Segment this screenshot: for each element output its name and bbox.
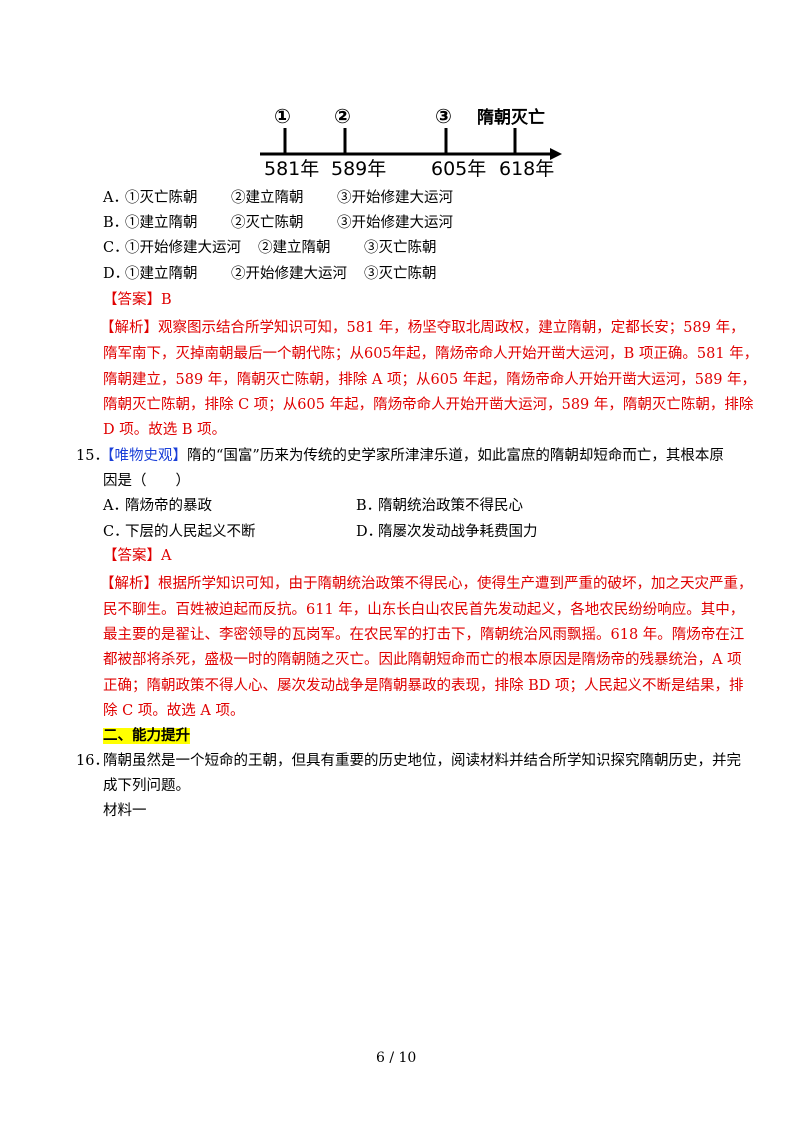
timeline-year-2: 589年 [331, 158, 387, 180]
stem-line: 隋的“国富”历来为传统的史学家所津津乐道，如此富庶的隋朝却短命而亡，其根本原 [187, 448, 724, 464]
option-letter: B． [356, 498, 382, 514]
q14-analysis: 【解析】观察图示结合所学知识可知，581 年，杨坚夺取北周政权，建立隋朝，定都长… [100, 318, 745, 338]
page-number: 6 / 10 [376, 1050, 417, 1066]
option-text: 隋炀帝的暴政 [125, 498, 212, 514]
q15-tag: 【唯物史观】 [100, 448, 187, 464]
timeline-marker-3: ③ [435, 104, 452, 128]
option-letter: C． [103, 240, 129, 256]
option-item: ②开始修建大运河 [231, 266, 347, 282]
option-item: ③灭亡陈朝 [364, 240, 437, 256]
analysis-line: 观察图示结合所学知识可知，581 年，杨坚夺取北周政权，建立隋朝，定都长安；58… [158, 320, 745, 336]
analysis-line: 正确；隋朝政策不得人心、屡次发动战争是隋朝暴政的表现，排除 BD 项；人民起义不… [103, 678, 744, 694]
option-letter: B． [103, 215, 129, 231]
option-item: ①灭亡陈朝 [125, 190, 198, 206]
analysis-line: D 项。故选 B 项。 [103, 422, 227, 438]
option-letter: A． [103, 190, 128, 206]
analysis-tag: 【解析】 [100, 576, 158, 592]
option-item: ①建立隋朝 [125, 215, 198, 231]
option-item: ②建立隋朝 [231, 190, 304, 206]
analysis-line: 最主要的是翟让、李密领导的瓦岗军。在农民军的打击下，隋朝统治风雨飘摇。618 年… [103, 627, 745, 643]
timeline-marker-2: ② [334, 104, 351, 128]
analysis-line: 除 C 项。故选 A 项。 [103, 703, 245, 719]
option-letter: D． [356, 524, 383, 540]
q15-stem: 【唯物史观】隋的“国富”历来为传统的史学家所津津乐道，如此富庶的隋朝却短命而亡，… [100, 446, 724, 466]
stem-line: 成下列问题。 [103, 778, 190, 794]
option-item: ②灭亡陈朝 [231, 215, 304, 231]
option-letter: A． [103, 498, 128, 514]
q15-answer: 【答案】A [103, 548, 172, 564]
analysis-line: 根据所学知识可知，由于隋朝统治政策不得民心，使得生产遭到严重的破坏，加之天灾严重… [158, 576, 753, 592]
option-text: 隋朝统治政策不得民心 [378, 498, 523, 514]
timeline-arrow [550, 148, 562, 160]
timeline-year-3: 605年 [431, 158, 487, 180]
timeline-year-4: 618年 [499, 158, 555, 180]
option-item: ③开始修建大运河 [337, 215, 453, 231]
q14-answer: 【答案】B [103, 292, 172, 308]
analysis-line: 隋朝灭亡陈朝，排除 C 项；从605 年起，隋炀帝命人开始开凿大运河，589 年… [103, 397, 754, 413]
option-text: 下层的人民起义不断 [125, 524, 256, 540]
option-letter: D． [103, 266, 130, 282]
option-text: 隋屡次发动战争耗费国力 [378, 524, 538, 540]
timeline-year-1: 581年 [264, 158, 320, 180]
analysis-line: 隋朝建立，589 年，隋朝灭亡陈朝，排除 A 项；从605 年起，隋炀帝命人开始… [103, 372, 757, 388]
analysis-line: 都被部将杀死，盛极一时的隋朝随之灭亡。因此隋朝短命而亡的根本原因是隋炀帝的残暴统… [103, 652, 742, 668]
option-letter: C． [103, 524, 129, 540]
option-item: ①建立隋朝 [125, 266, 198, 282]
stem-line: 因是（ ） [103, 473, 190, 489]
timeline-marker-1: ① [274, 104, 291, 128]
analysis-line: 隋军南下，灭掉南朝最后一个朝代陈；从605年起，隋炀帝命人开始开凿大运河，B 项… [103, 346, 759, 362]
timeline-marker-4: 隋朝灭亡 [477, 108, 545, 128]
analysis-line: 民不聊生。百姓被迫起而反抗。611 年，山东长白山农民首先发动起义，各地农民纷纷… [103, 602, 745, 618]
analysis-tag: 【解析】 [100, 320, 158, 336]
stem-line: 隋朝虽然是一个短命的王朝，但具有重要的历史地位，阅读材料并结合所学知识探究隋朝历… [103, 753, 741, 769]
q16-number: 16． [76, 753, 109, 769]
timeline-diagram [260, 128, 562, 160]
q15-number: 15． [76, 448, 109, 464]
option-item: ②建立隋朝 [258, 240, 331, 256]
option-item: ③开始修建大运河 [337, 190, 453, 206]
q15-analysis: 【解析】根据所学知识可知，由于隋朝统治政策不得民心，使得生产遭到严重的破坏，加之… [100, 574, 753, 594]
option-item: ①开始修建大运河 [125, 240, 241, 256]
section-title: 二、能力提升 [103, 726, 190, 746]
option-item: ③灭亡陈朝 [364, 266, 437, 282]
section-2-title: 二、能力提升 [103, 728, 190, 744]
q16-material-label: 材料一 [103, 803, 147, 819]
